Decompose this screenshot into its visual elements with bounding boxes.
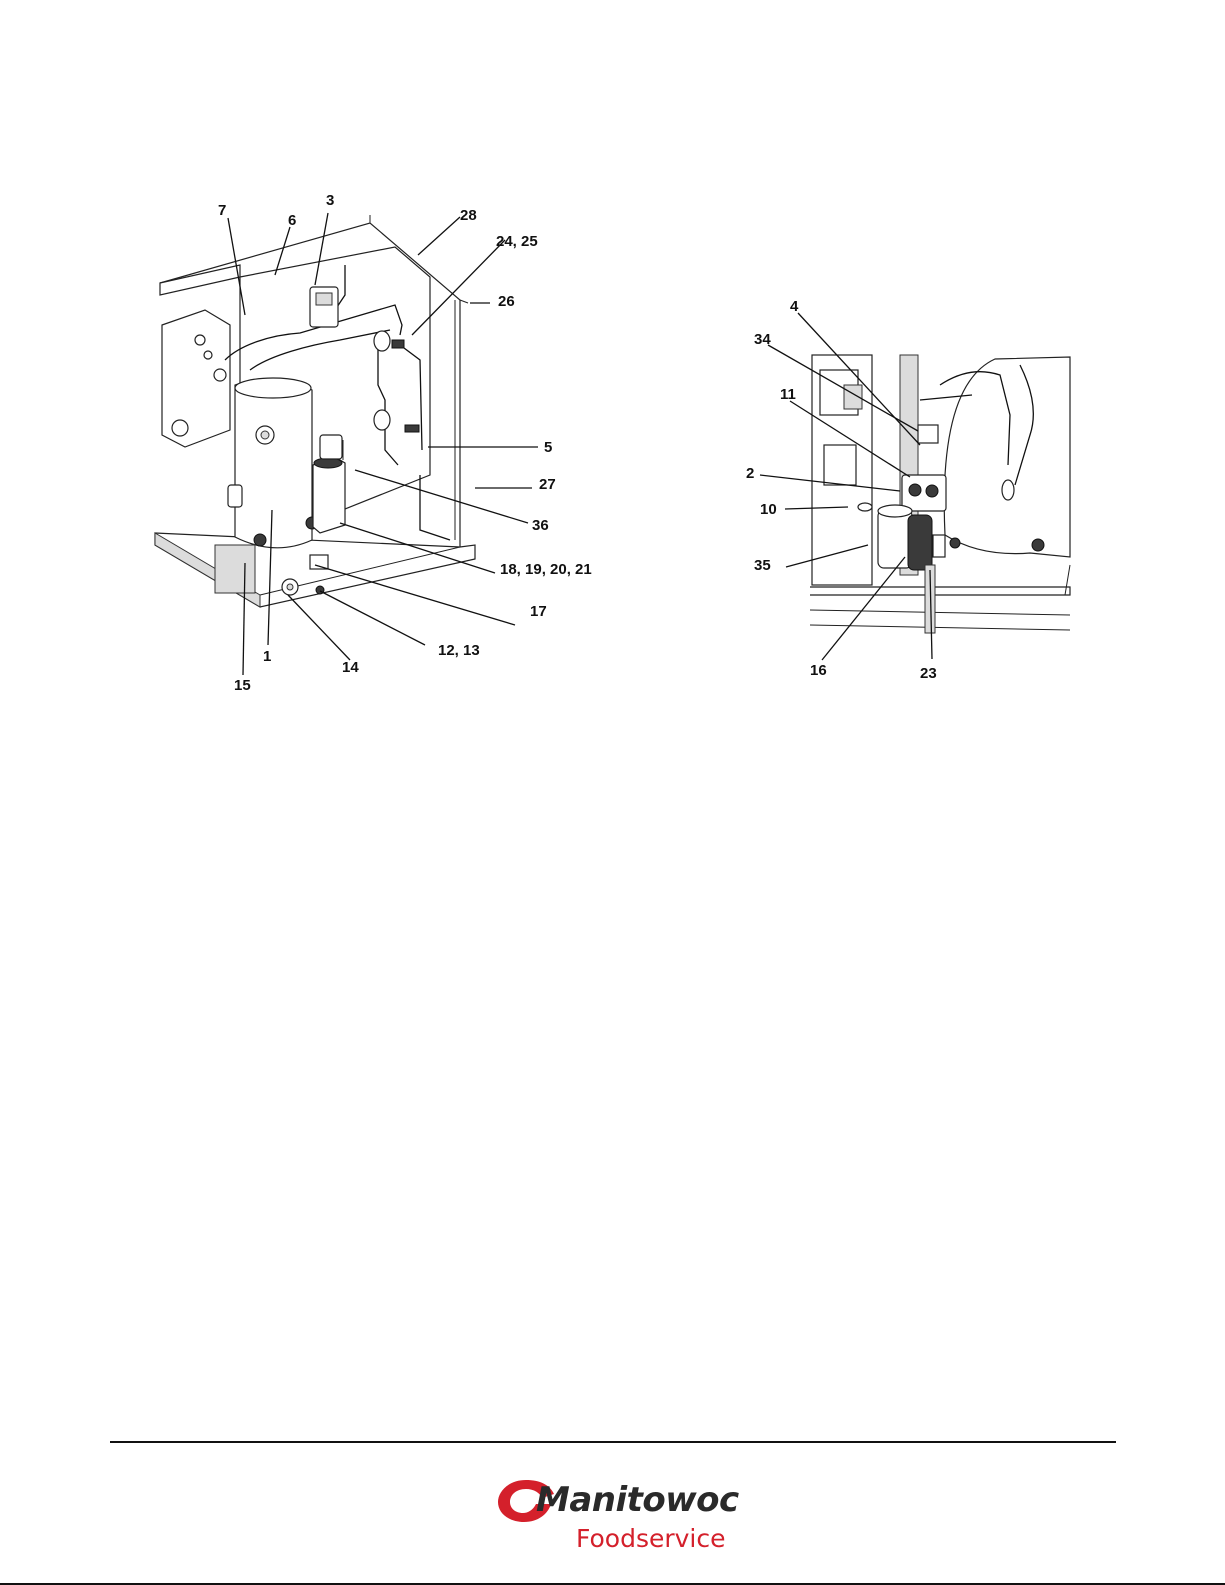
logo-subtext: Foodservice xyxy=(576,1524,726,1553)
detail-callout-11: 11 xyxy=(780,386,796,403)
base-pan xyxy=(155,533,475,607)
callout-12-13: 12, 13 xyxy=(438,642,480,659)
detail-photo xyxy=(810,353,1072,633)
detail-view-figure: 4 34 11 2 10 35 16 23 xyxy=(740,295,1080,695)
detail-callout-23: 23 xyxy=(920,665,937,682)
callout-28: 28 xyxy=(460,207,477,224)
callout-1: 1 xyxy=(263,648,271,665)
callout-36: 36 xyxy=(532,517,549,534)
footer-rule xyxy=(110,1441,1116,1443)
callout-7: 7 xyxy=(218,202,226,219)
callout-27: 27 xyxy=(539,476,556,493)
detail-callout-10: 10 xyxy=(760,501,777,518)
callout-18-19-20-21: 18, 19, 20, 21 xyxy=(500,561,592,578)
callout-24-25: 24, 25 xyxy=(496,233,538,250)
callout-26: 26 xyxy=(498,293,515,310)
detail-callout-16: 16 xyxy=(810,662,827,679)
callout-3: 3 xyxy=(326,192,334,209)
detail-callout-4: 4 xyxy=(790,298,799,315)
condensing-unit-figure: 7 6 3 28 24, 25 26 5 27 36 18, 19, 20, 2… xyxy=(130,185,650,705)
callout-14: 14 xyxy=(342,659,359,676)
callout-6: 6 xyxy=(288,212,296,229)
callout-5: 5 xyxy=(544,439,552,456)
detail-callout-34: 34 xyxy=(754,331,771,348)
logo-brand-text: Manitowoc xyxy=(536,1480,739,1520)
callout-17: 17 xyxy=(530,603,547,620)
callout-15: 15 xyxy=(234,677,251,694)
control-box xyxy=(162,310,230,447)
relay-assembly xyxy=(310,287,338,327)
compressor xyxy=(228,378,318,548)
detail-callout-35: 35 xyxy=(754,557,771,574)
detail-callout-2: 2 xyxy=(746,465,754,482)
manitowoc-logo: Manitowoc Foodservice xyxy=(496,1478,726,1564)
